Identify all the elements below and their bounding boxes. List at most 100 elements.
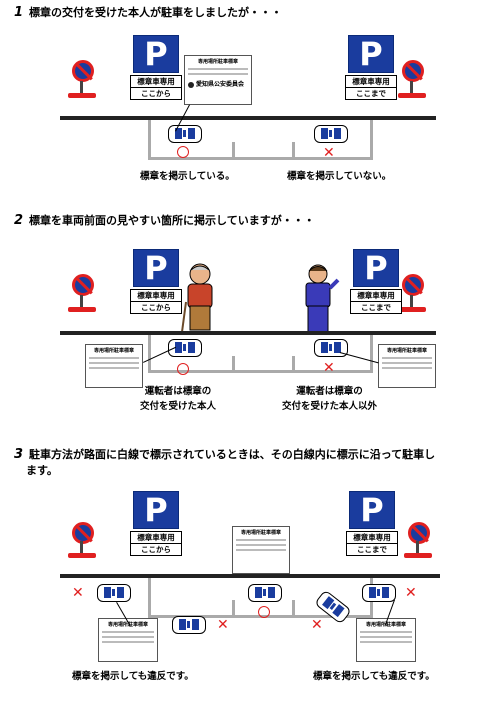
caption-ng: 運転者は標章の 交付を受けた本人以外 (282, 384, 377, 414)
parking-permit-card: 専用場所駐車標章 愛知県公安委員会 (184, 55, 252, 105)
caption-line: 運転者は標章の (296, 386, 363, 397)
permit-title: 専用場所駐車標章 (107, 622, 148, 628)
caption-line: 運転者は標章の (144, 386, 212, 397)
ok-mark-icon (177, 146, 189, 158)
plate-bottom-text: ここから (131, 301, 181, 313)
parked-car (314, 339, 348, 357)
parking-permit-card: 専用場所駐車標章 (378, 344, 436, 388)
parking-lane-marking (148, 370, 373, 373)
red-barrier-icon (68, 81, 96, 98)
sign-plate: 標章車専用 ここまで (350, 289, 402, 314)
sign-plate: 標章車専用 ここから (130, 75, 182, 100)
heading-text: 標章の交付を受けた本人が駐車をしましたが・・・ (29, 6, 283, 19)
parking-sign-left: P 標章車専用 ここから (130, 35, 182, 100)
plate-top-text: 標章車専用 (137, 533, 175, 542)
plate-bottom-text: ここから (131, 543, 181, 555)
ng-mark-icon: ✕ (217, 617, 229, 633)
no-parking-sign-icon (408, 522, 430, 544)
sign-plate: 標章車専用 ここから (130, 531, 182, 556)
parking-p-icon: P (353, 249, 399, 287)
parking-p-icon: P (133, 491, 179, 529)
red-barrier-icon (68, 295, 96, 312)
sign-plate: 標章車専用 ここまで (345, 75, 397, 100)
sign-plate: 標章車専用 ここから (130, 289, 182, 314)
plate-bottom-text: ここまで (351, 301, 401, 313)
red-barrier-icon (404, 541, 432, 558)
caption-line: 交付を受けた本人以外 (282, 401, 378, 412)
ng-mark-icon: ✕ (323, 360, 335, 376)
plate-top-text: 標章車専用 (353, 533, 391, 542)
plate-top-text: 標章車専用 (357, 291, 395, 300)
man-in-suit-icon (305, 264, 340, 333)
parking-lane-marking (370, 120, 373, 160)
caption-line: 交付を受けた本人 (140, 401, 217, 412)
seal-icon (188, 81, 194, 88)
parking-permit-card: 専用場所駐車標章 (98, 618, 158, 662)
section-3-heading-cont: ます。 (26, 464, 58, 477)
parking-lane-marking (370, 335, 373, 373)
plate-top-text: 標章車専用 (137, 77, 175, 86)
parking-permit-card: 専用場所駐車標章 (85, 344, 143, 388)
parking-lane-marking (232, 356, 235, 370)
permit-title: 専用場所駐車標章 (240, 530, 281, 536)
no-parking-sign-icon (72, 274, 94, 296)
sign-plate: 標章車専用 ここまで (346, 531, 398, 556)
parked-car (362, 584, 396, 602)
parking-sign-right: P 標章車専用 ここまで (350, 249, 402, 314)
parking-sign-right: P 標章車専用 ここまで (345, 35, 397, 100)
section-1-heading: 1 標章の交付を受けた本人が駐車をしましたが・・・ (14, 4, 282, 20)
parked-car (97, 584, 131, 602)
ng-mark-icon: ✕ (405, 585, 417, 601)
no-parking-sign-icon (72, 522, 94, 544)
section-3-heading: 3 駐車方法が路面に白線で標示されているときは、その白線内に標示に沿って駐車し (14, 446, 435, 462)
plate-bottom-text: ここまで (346, 87, 396, 99)
elderly-man-icon (181, 263, 213, 333)
heading-text: 標章を車両前面の見やすい箇所に掲示していますが・・・ (29, 214, 315, 227)
parking-lane-marking (292, 600, 295, 615)
no-parking-sign-icon (402, 274, 424, 296)
parking-lane-marking (232, 600, 235, 615)
parked-car (248, 584, 282, 602)
plate-top-text: 標章車専用 (352, 77, 390, 86)
parking-p-icon: P (349, 491, 395, 529)
ng-mark-icon: ✕ (311, 617, 323, 633)
road-line (60, 574, 440, 578)
parking-p-icon: P (133, 249, 179, 287)
parking-lane-marking (148, 335, 151, 373)
caption-right: 標章を掲示しても違反です。 (313, 671, 435, 682)
permit-title: 専用場所駐車標章 (386, 348, 427, 354)
parking-p-icon: P (348, 35, 394, 73)
parking-p-icon: P (133, 35, 179, 73)
parking-lane-marking (148, 578, 151, 618)
ok-mark-icon (177, 363, 189, 375)
parked-car (314, 125, 348, 143)
section-number: 1 (14, 5, 24, 20)
plate-bottom-text: ここまで (347, 543, 397, 555)
parking-lane-marking (232, 142, 235, 157)
parking-sign-left: P 標章車専用 ここから (130, 249, 182, 314)
parking-sign-left: P 標章車専用 ここから (130, 491, 182, 556)
ng-mark-icon: ✕ (323, 145, 335, 161)
permit-title: 専用場所駐車標章 (93, 348, 134, 354)
road-line (60, 331, 436, 335)
no-parking-sign-icon (72, 60, 94, 82)
plate-bottom-text: ここから (131, 87, 181, 99)
permit-issuer: 愛知県公安委員会 (188, 79, 248, 88)
caption-ng: 標章を掲示していない。 (287, 171, 392, 182)
no-parking-sign-icon (402, 60, 424, 82)
plate-top-text: 標章車専用 (137, 291, 175, 300)
road-line (60, 116, 436, 120)
parked-car (172, 616, 206, 634)
parking-lane-marking (292, 142, 295, 157)
caption-ok: 運転者は標章の 交付を受けた本人 (140, 384, 216, 414)
section-number: 3 (14, 447, 24, 462)
permit-title: 専用場所駐車標章 (197, 59, 238, 65)
parking-lane-marking (148, 120, 151, 160)
caption-ok: 標章を掲示している。 (140, 171, 235, 182)
parking-sign-right: P 標章車専用 ここまで (346, 491, 398, 556)
parking-permit-card: 専用場所駐車標章 (232, 526, 290, 574)
parking-lane-marking (292, 356, 295, 370)
heading-text: 駐車方法が路面に白線で標示されているときは、その白線内に標示に沿って駐車し (29, 448, 436, 461)
section-number: 2 (14, 213, 24, 228)
red-barrier-icon (68, 541, 96, 558)
